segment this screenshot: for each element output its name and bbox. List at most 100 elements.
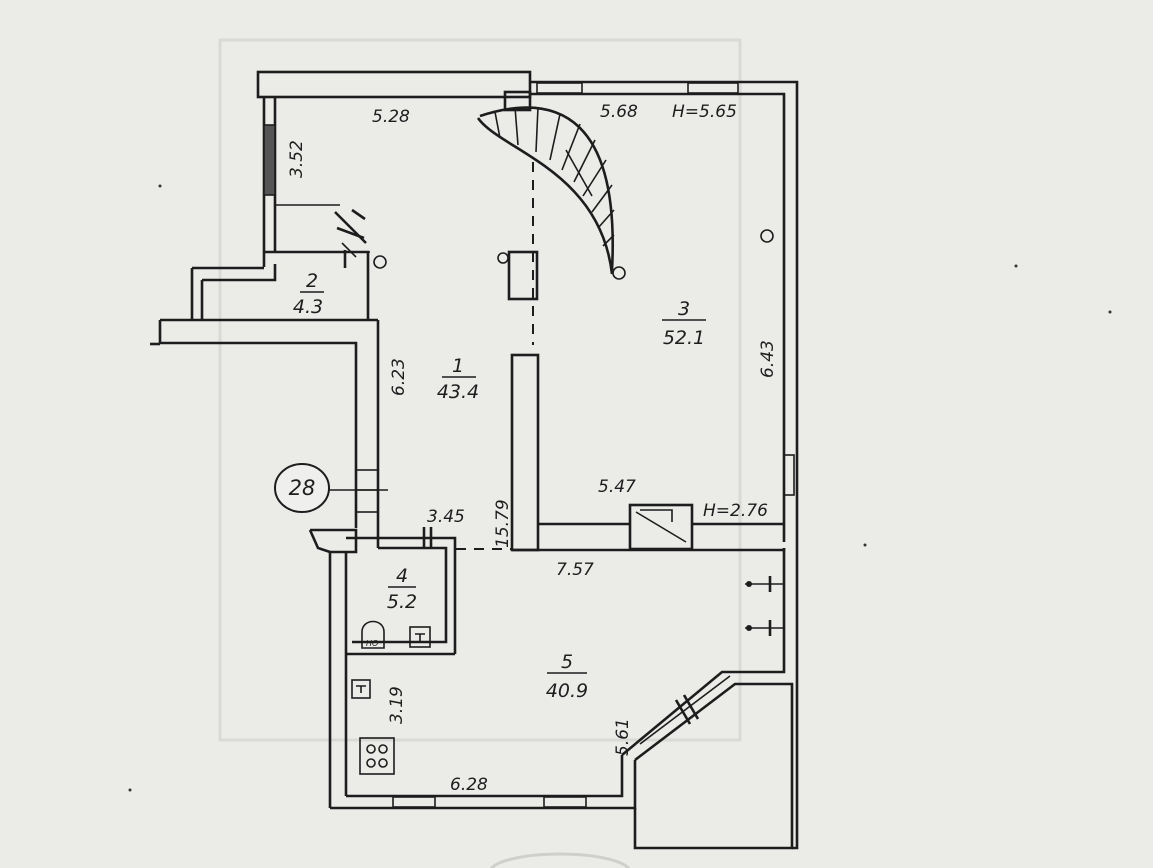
speck (1014, 264, 1018, 268)
speck (128, 788, 132, 792)
island-column (507, 250, 539, 301)
stove-block (628, 503, 694, 551)
speck (1108, 310, 1112, 314)
dim-6-28-bottom: 6.28 (450, 775, 488, 795)
burner-icon (378, 758, 388, 768)
marker-label: 28 (289, 476, 316, 500)
stove-diag (635, 511, 687, 543)
hook-1-end (746, 581, 752, 587)
window-top-1 (536, 82, 583, 94)
fixtures: НО (351, 620, 431, 775)
door-tick-a (341, 242, 357, 258)
walls (150, 70, 799, 850)
room-4-number: 4 (396, 565, 408, 587)
entry-door (355, 469, 379, 513)
door-swing-2 (334, 211, 367, 244)
dim-3-19: 3.19 (387, 686, 407, 724)
dimension-labels: 5.28 5.68 H=5.65 3.52 6.23 6.43 15.79 5.… (287, 102, 778, 795)
height-2-76: H=2.76 (703, 501, 768, 521)
door-knob (373, 255, 387, 269)
dim-6-23: 6.23 (389, 358, 409, 396)
spiral-staircase (476, 106, 626, 280)
dim-7-57: 7.57 (556, 560, 594, 580)
hook-2-end (746, 625, 752, 631)
burner-icon (366, 758, 376, 768)
door-swing-3 (351, 208, 366, 221)
pipe-circle (760, 229, 774, 243)
stair-step (494, 111, 501, 139)
lower-left-outer (310, 528, 358, 808)
stair-step (514, 106, 519, 146)
speck (863, 543, 867, 547)
window-bottom-2 (543, 796, 587, 808)
room-2-number: 2 (306, 270, 318, 292)
dim-5-68: 5.68 (600, 102, 638, 122)
room-3-area: 52.1 (663, 327, 705, 349)
bay-tick-1 (674, 699, 692, 725)
room2-left-inner (202, 264, 277, 282)
sink-mark (415, 633, 425, 641)
stove-icon (359, 737, 395, 775)
window-bottom-1 (392, 796, 436, 808)
room-labels: 2 4.3 1 43.4 3 52.1 4 5.2 5 40.9 (293, 270, 706, 702)
room-1-number: 1 (452, 355, 464, 377)
faint-overlay (218, 38, 742, 742)
stair-step (591, 184, 613, 213)
stair-step (582, 159, 607, 197)
dim-3-45: 3.45 (427, 507, 465, 527)
stair-rail (565, 149, 593, 197)
bay-mid (639, 675, 731, 745)
stair-step (561, 123, 581, 171)
toilet-icon (361, 620, 385, 649)
island-round (497, 252, 509, 264)
room5-bottom-inner (346, 755, 624, 798)
window-top-2 (687, 82, 739, 94)
dim-3-52: 3.52 (287, 140, 307, 178)
marker-circle (274, 463, 330, 513)
dim-5-47: 5.47 (598, 477, 636, 497)
room-4-area: 5.2 (387, 591, 417, 613)
room2-top (264, 250, 370, 320)
stair-step (549, 113, 561, 161)
kitchen-sink-mark (356, 685, 366, 693)
kitchen-sink-icon (351, 679, 371, 699)
bay-inner (621, 548, 786, 757)
dim-5-61: 5.61 (613, 718, 633, 756)
room4-right (346, 536, 457, 654)
entry-corner (308, 529, 331, 554)
top-right-wall-outer (530, 80, 799, 850)
bay-tick-2 (682, 694, 700, 720)
top-right-wall-inner (530, 92, 786, 542)
wc-label: НО (366, 639, 378, 648)
burner-icon (378, 744, 388, 754)
bay-outer (633, 682, 794, 850)
speck (158, 184, 162, 188)
room-2-area: 4.3 (293, 296, 323, 318)
room-5-area: 40.9 (546, 680, 588, 702)
room-3-number: 3 (678, 298, 690, 320)
column-top (503, 90, 532, 112)
sink-icon (409, 626, 431, 648)
faint-stamp (489, 852, 631, 868)
window-right (783, 454, 795, 496)
stair-step (535, 106, 539, 153)
height-5-65: H=5.65 (672, 102, 737, 122)
dim-15-79: 15.79 (493, 499, 513, 548)
stove-mark (640, 509, 673, 522)
step-outline (158, 320, 358, 528)
stair-step (573, 139, 596, 183)
window-left-upper (263, 124, 276, 196)
room-5-number: 5 (561, 651, 573, 673)
dim-6-43: 6.43 (758, 340, 778, 378)
stair-post (612, 266, 626, 280)
room4-inner (352, 546, 448, 644)
burner-icon (366, 744, 376, 754)
stair-inner-arc (476, 117, 614, 275)
room-1-area: 43.4 (437, 381, 479, 403)
dim-5-28-top: 5.28 (372, 107, 410, 127)
top-beam-wall (256, 70, 532, 99)
stair-step (597, 209, 615, 229)
